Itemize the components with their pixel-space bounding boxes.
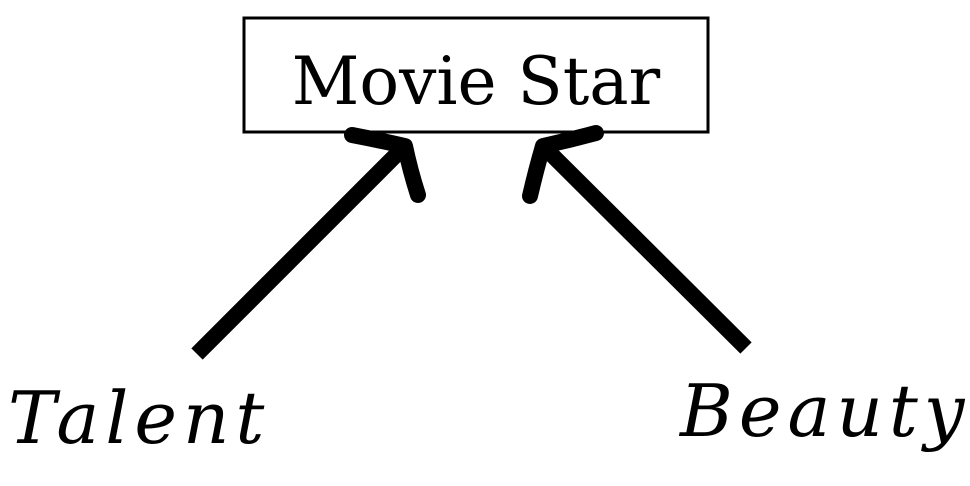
arrow-talent-to-movie-star [191, 127, 426, 360]
effect-node-label: Movie Star [292, 43, 661, 120]
arrow-talent-shaft [191, 140, 411, 360]
effect-node: Movie Star [242, 16, 710, 134]
arrow-talent-head [344, 127, 426, 203]
cause-label-beauty: Beauty [678, 369, 970, 453]
arrow-beauty-to-movie-star [522, 125, 752, 354]
cause-label-talent: Talent [8, 376, 270, 460]
arrow-beauty-head [522, 125, 604, 204]
arrow-beauty-shaft [537, 140, 752, 354]
effect-node-box [242, 16, 710, 134]
